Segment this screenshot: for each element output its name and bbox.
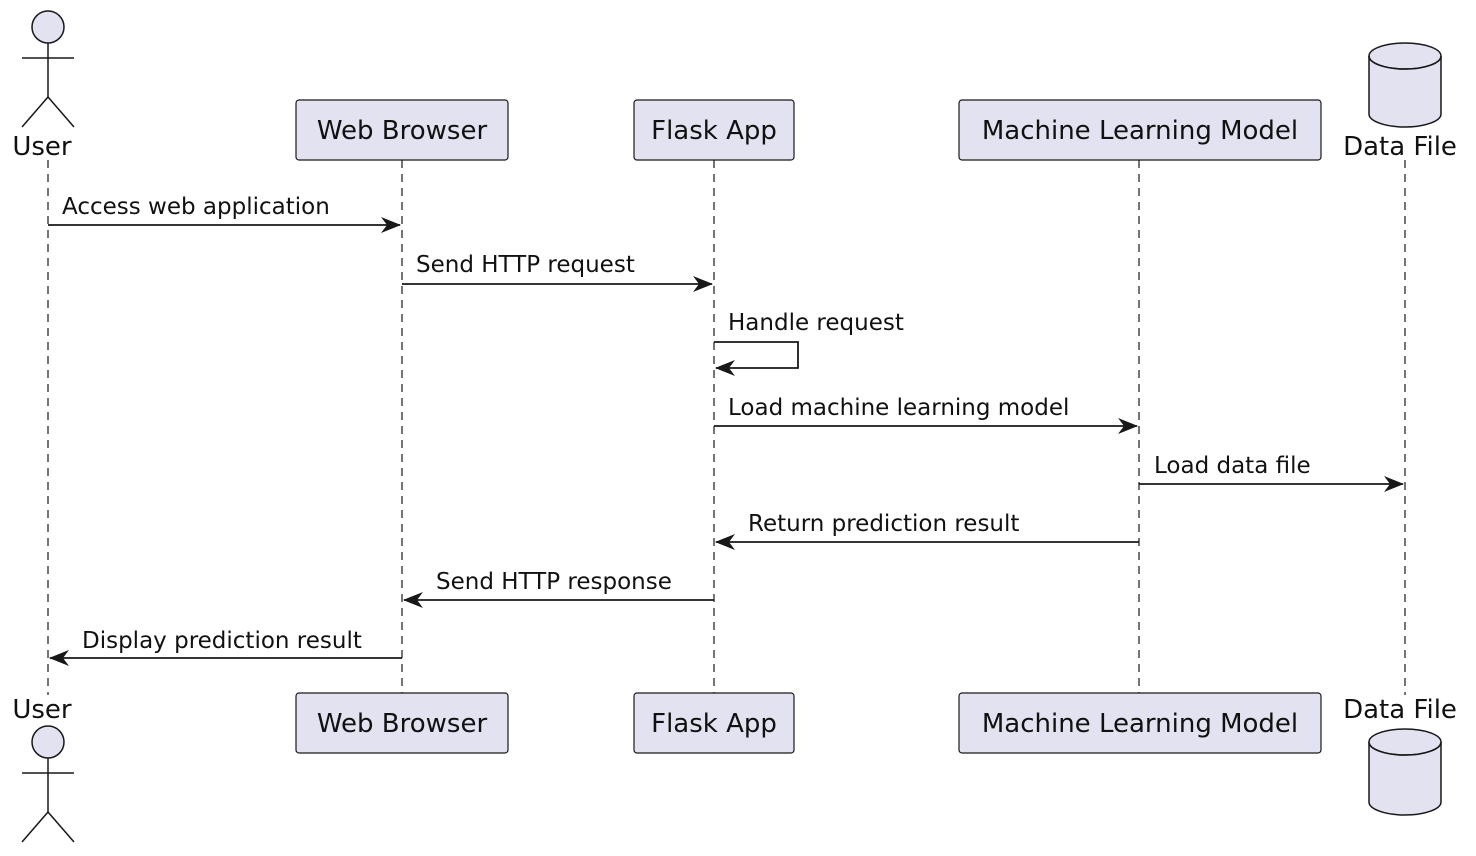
participants-bottom: User Web Browser Flask App Machine Learn… [12, 692, 1457, 843]
message-label: Send HTTP response [436, 569, 672, 595]
participant-flask-box-bottom [633, 692, 795, 754]
message-label: Load machine learning model [728, 395, 1069, 421]
user-actor-icon [21, 725, 75, 843]
participant-model-box-bottom [958, 692, 1322, 754]
participant-data-label-bottom: Data File [1343, 695, 1457, 725]
message-label: Display prediction result [82, 628, 362, 654]
message-label: Handle request [728, 310, 904, 336]
message-label: Return prediction result [748, 511, 1019, 537]
participant-flask-label: Flask App [651, 116, 777, 146]
participant-browser-box-bottom [295, 692, 509, 754]
participant-user-label-bottom: User [12, 695, 72, 725]
database-icon [1368, 42, 1442, 128]
participant-model-label-bottom: Machine Learning Model [982, 709, 1298, 739]
participant-flask-label-bottom: Flask App [651, 709, 777, 739]
message-label: Access web application [62, 194, 330, 220]
participant-flask-box [633, 99, 795, 161]
message-labels: Access web application Send HTTP request… [62, 194, 1311, 654]
lifelines [47, 160, 1406, 695]
database-icon [1368, 728, 1442, 816]
participant-model-label: Machine Learning Model [982, 116, 1298, 146]
participants-top: User Web Browser Flask App Machine Learn… [12, 10, 1457, 162]
message-label: Send HTTP request [416, 252, 635, 278]
participant-data-label: Data File [1343, 132, 1457, 162]
participant-browser-label-bottom: Web Browser [317, 709, 488, 739]
participant-model-box [958, 99, 1322, 161]
messages [48, 217, 1404, 666]
message-self-arrow [714, 341, 799, 376]
participant-browser-box [295, 99, 509, 161]
participant-browser-label: Web Browser [317, 116, 488, 146]
message-label: Load data file [1154, 453, 1311, 479]
user-actor-icon [21, 10, 75, 128]
participant-user-label: User [12, 132, 72, 162]
